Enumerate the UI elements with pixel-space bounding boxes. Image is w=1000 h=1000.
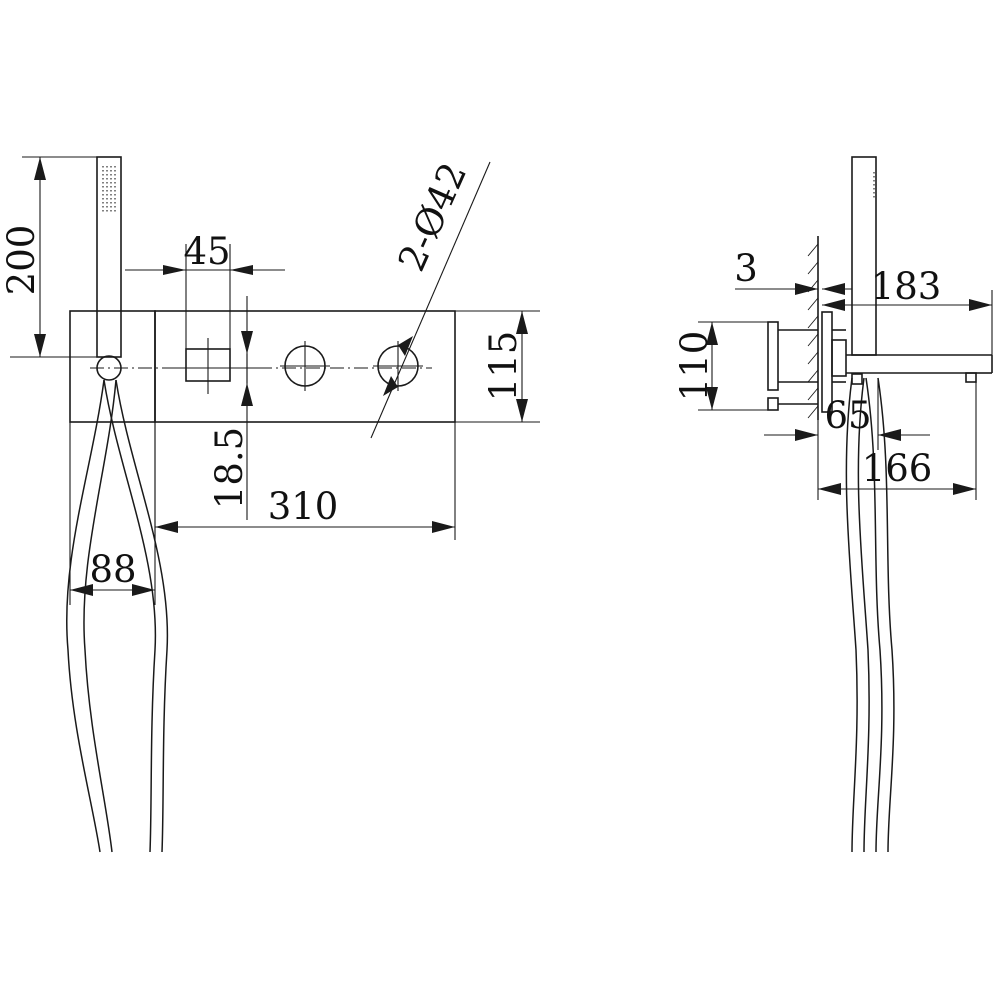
hand-shower	[96, 156, 122, 358]
dim-3: 3	[734, 247, 852, 295]
dim-310: 310	[154, 422, 456, 540]
dim-115: 115	[455, 310, 540, 423]
valve-body-side	[767, 321, 818, 411]
front-view: 200 45 2-Ø42 115	[0, 156, 540, 853]
dim-110: 110	[673, 321, 768, 411]
bath-spout	[846, 354, 993, 383]
dim-166: 166	[817, 382, 977, 500]
dim-65-label: 65	[824, 394, 871, 437]
dim-hole-diameter: 2-Ø42	[370, 156, 491, 439]
dim-310-label: 310	[268, 485, 339, 528]
handle-left	[280, 341, 330, 391]
dim-200: 200	[0, 156, 97, 358]
dim-65: 65	[764, 378, 930, 450]
dim-166-label: 166	[862, 447, 933, 490]
shower-hose	[65, 379, 169, 853]
dim-18-5: 18.5	[208, 296, 253, 520]
dim-115-label: 115	[482, 331, 525, 402]
dim-45-label: 45	[183, 230, 230, 273]
dim-88-label: 88	[89, 548, 136, 591]
wall-section	[807, 236, 819, 420]
shower-hose-side	[845, 377, 895, 853]
side-view: 3 183 110 65	[673, 156, 993, 853]
dim-110-label: 110	[673, 331, 716, 402]
dim-88: 88	[69, 422, 156, 605]
dim-hole-diameter-label: 2-Ø42	[390, 156, 475, 277]
diverter-valve	[175, 338, 240, 394]
handle-right	[373, 341, 423, 391]
dim-183: 183	[822, 265, 993, 355]
diverter-nub	[851, 373, 863, 385]
dim-18-5-label: 18.5	[208, 427, 251, 509]
dim-183-label: 183	[871, 265, 942, 308]
wall-hatching	[807, 243, 819, 419]
dim-45: 45	[125, 230, 285, 349]
shower-spray-nozzles	[102, 166, 116, 212]
dim-3-label: 3	[734, 247, 758, 290]
hand-shower-side	[851, 156, 877, 356]
mixer-plate	[154, 310, 456, 423]
dim-200-label: 200	[0, 225, 43, 296]
